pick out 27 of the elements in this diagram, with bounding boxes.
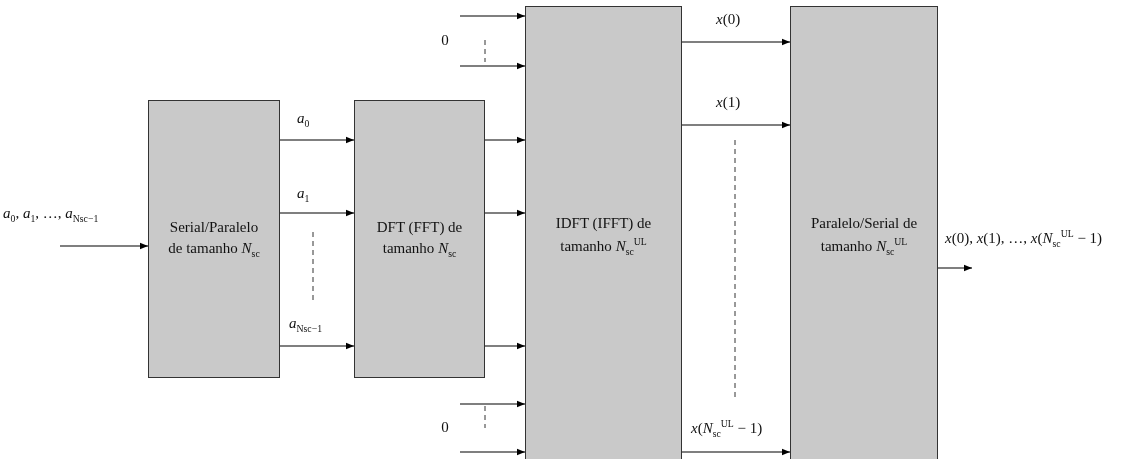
- arrow: [459, 62, 526, 70]
- arrow: [681, 121, 791, 129]
- process-box: [354, 100, 485, 378]
- edge-label: x(1): [715, 93, 742, 111]
- process-box: [148, 100, 280, 378]
- block-label: Serial/Paralelo de tamanho N$_{sc}$: [167, 217, 261, 262]
- arrow: [484, 342, 526, 350]
- arrow: [484, 136, 526, 144]
- arrow: [459, 448, 526, 456]
- arrow: [279, 136, 355, 144]
- arrow: [279, 209, 355, 217]
- arrow: [459, 12, 526, 20]
- edge-label: x(0), x(1), …, x(N$_{sc}$$^{UL}$ − 1): [944, 228, 1104, 250]
- block-label: DFT (FFT) de tamanho N$_{sc}$: [375, 217, 464, 262]
- input-value: 0: [440, 418, 450, 438]
- arrow: [681, 448, 791, 456]
- arrow: [459, 400, 526, 408]
- edge-label: x(N$_{sc}$$^{UL}$ − 1): [690, 418, 764, 440]
- arrow: [279, 342, 355, 350]
- arrow: [59, 242, 149, 250]
- arrow: [681, 38, 791, 46]
- arrow: [484, 209, 526, 217]
- process-box: [525, 6, 682, 459]
- input-value: 0: [440, 31, 450, 51]
- edge-label: x(0): [715, 10, 742, 28]
- arrow: [937, 264, 973, 272]
- process-box: [790, 6, 938, 459]
